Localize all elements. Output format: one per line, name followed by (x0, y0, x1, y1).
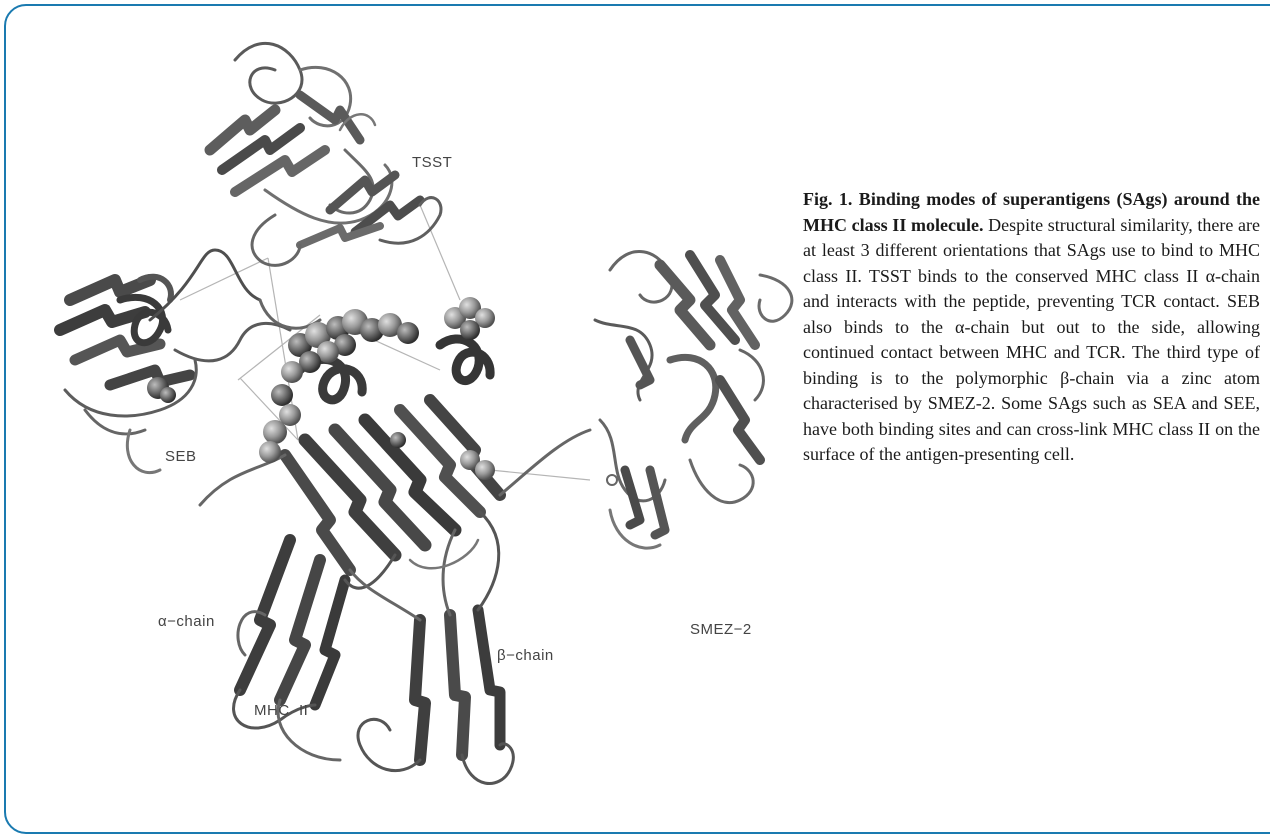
protein-structure-figure: TSST SEB SMEZ−2 α−chain β−chain MHC II (0, 0, 800, 802)
tsst-structure (210, 43, 441, 265)
label-seb: SEB (165, 448, 197, 465)
figure-caption: Fig. 1. Binding modes of superantigens (… (803, 187, 1260, 468)
label-tsst: TSST (412, 154, 452, 171)
label-alpha-chain: α−chain (158, 613, 215, 630)
label-mhc-ii: MHC II (254, 702, 308, 719)
caption-body: Despite structural similarity, there are… (803, 215, 1260, 465)
label-smez2: SMEZ−2 (690, 621, 752, 638)
smez2-structure (595, 251, 792, 548)
label-beta-chain: β−chain (497, 647, 554, 664)
